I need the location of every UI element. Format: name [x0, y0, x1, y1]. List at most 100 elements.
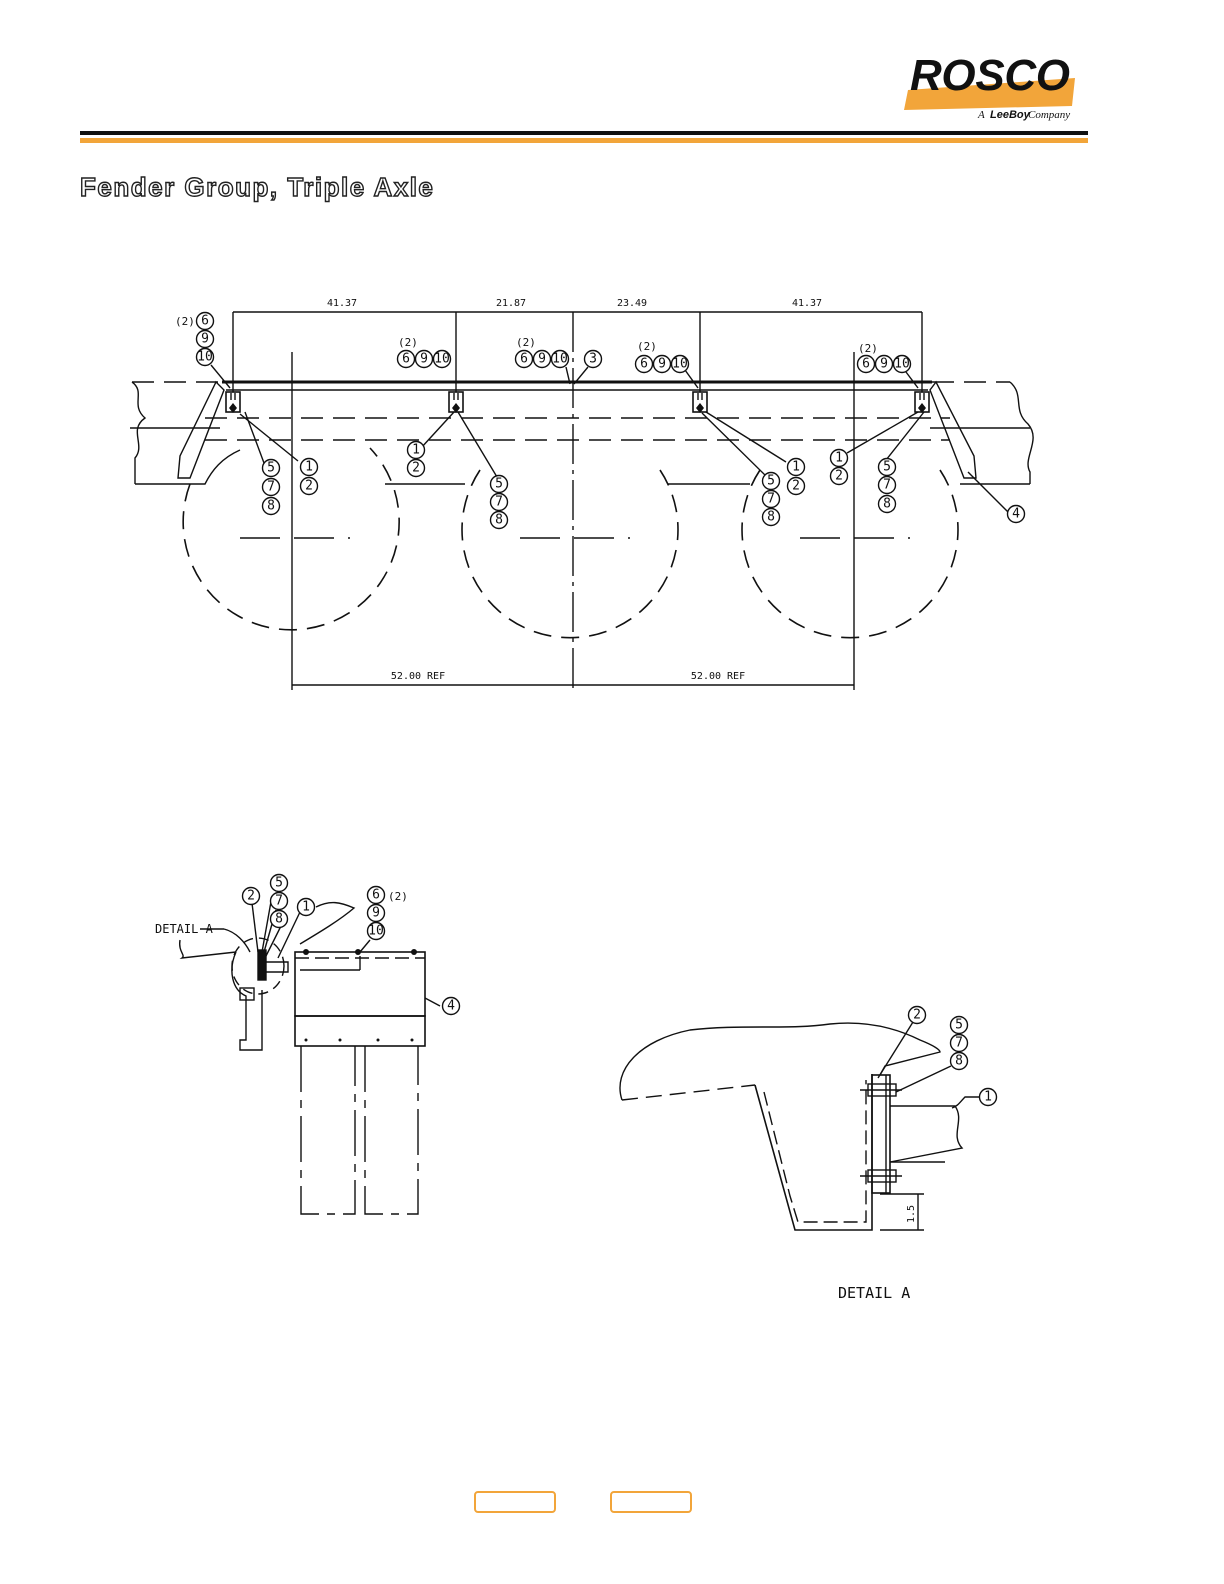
svg-text:9: 9	[201, 332, 209, 347]
svg-text:9: 9	[658, 357, 666, 372]
svg-text:5: 5	[883, 460, 891, 475]
callout-balloon: 7	[271, 893, 288, 910]
detail-a-caption: DETAIL A	[838, 1284, 910, 1302]
svg-text:8: 8	[767, 510, 775, 525]
svg-text:2: 2	[835, 469, 843, 484]
next-page-button[interactable]	[610, 1491, 692, 1513]
callout-balloon: 7	[879, 477, 896, 494]
callout-balloon: 7	[763, 491, 780, 508]
dimension-label: 23.49	[617, 298, 647, 309]
detail-a-view	[620, 1022, 980, 1230]
callout-balloon: 5	[879, 459, 896, 476]
callout-balloon: 10	[197, 349, 214, 366]
previous-page-button[interactable]	[474, 1491, 556, 1513]
svg-text:3: 3	[589, 352, 597, 367]
svg-text:4: 4	[1012, 507, 1020, 522]
svg-text:10: 10	[434, 352, 450, 367]
callout-balloon: 5	[491, 476, 508, 493]
callout-balloon: 8	[263, 498, 280, 515]
svg-text:1: 1	[305, 460, 313, 475]
callout-balloon: 7	[263, 479, 280, 496]
svg-text:10: 10	[894, 357, 910, 372]
callout-balloon: 10	[894, 356, 911, 373]
callout-balloon: 6	[398, 351, 415, 368]
side-view	[180, 896, 440, 1214]
qty-note: (2)	[858, 342, 878, 355]
svg-text:7: 7	[955, 1036, 963, 1051]
svg-text:10: 10	[552, 352, 568, 367]
callout-balloon: 10	[434, 351, 451, 368]
svg-text:6: 6	[372, 888, 380, 903]
svg-text:2: 2	[913, 1008, 921, 1023]
svg-text:10: 10	[368, 924, 384, 939]
svg-text:7: 7	[767, 492, 775, 507]
callout-balloon: 10	[368, 923, 385, 940]
svg-text:1: 1	[984, 1090, 992, 1105]
svg-text:4: 4	[447, 999, 455, 1014]
callout-balloon: 1	[788, 459, 805, 476]
callout-balloon: 9	[654, 356, 671, 373]
callout-balloon: 1	[831, 450, 848, 467]
callout-balloon: 4	[1008, 506, 1025, 523]
callout-balloon: 5	[951, 1017, 968, 1034]
svg-text:8: 8	[495, 513, 503, 528]
dimension-label: 1.5	[906, 1205, 917, 1223]
dimension-label: 41.37	[792, 298, 822, 309]
svg-text:9: 9	[420, 352, 428, 367]
qty-note: (2)	[398, 336, 418, 349]
svg-text:6: 6	[640, 357, 648, 372]
svg-text:1: 1	[302, 900, 310, 915]
svg-text:2: 2	[247, 889, 255, 904]
callout-balloon: 5	[763, 473, 780, 490]
callout-balloon: 6	[516, 351, 533, 368]
callout-balloon: 2	[408, 460, 425, 477]
callout-balloon: 2	[831, 468, 848, 485]
svg-text:10: 10	[197, 350, 213, 365]
dimension-label: 52.00 REF	[691, 671, 745, 682]
svg-text:1: 1	[412, 443, 420, 458]
dimension-label: 21.87	[496, 298, 526, 309]
callout-balloon: 10	[672, 356, 689, 373]
callout-balloon: 7	[491, 494, 508, 511]
callout-balloon: 10	[552, 351, 569, 368]
qty-notes: (2) (2) (2) (2) (2)	[175, 315, 878, 355]
callout-balloon: 6	[197, 313, 214, 330]
callout-balloon: 1	[408, 442, 425, 459]
svg-text:1: 1	[835, 451, 843, 466]
svg-text:5: 5	[767, 474, 775, 489]
callout-balloon: 9	[197, 331, 214, 348]
svg-text:1: 1	[792, 460, 800, 475]
callout-balloon: 2	[788, 478, 805, 495]
svg-text:2: 2	[792, 479, 800, 494]
qty-note: (2)	[388, 890, 408, 903]
callout-balloon: 8	[879, 496, 896, 513]
svg-text:5: 5	[267, 461, 275, 476]
svg-text:8: 8	[275, 912, 283, 927]
svg-text:8: 8	[267, 499, 275, 514]
svg-text:8: 8	[955, 1054, 963, 1069]
svg-text:9: 9	[880, 357, 888, 372]
callout-balloon: 1	[980, 1089, 997, 1106]
qty-note: (2)	[637, 340, 657, 353]
callout-balloon: 5	[263, 460, 280, 477]
detail-a-label: DETAIL A	[155, 922, 214, 936]
svg-text:5: 5	[955, 1018, 963, 1033]
callout-balloon: 9	[368, 905, 385, 922]
svg-text:7: 7	[883, 478, 891, 493]
svg-text:7: 7	[495, 495, 503, 510]
svg-text:2: 2	[305, 479, 313, 494]
svg-text:7: 7	[267, 480, 275, 495]
callout-balloon: 8	[491, 512, 508, 529]
callout-balloon: 6	[368, 887, 385, 904]
svg-text:6: 6	[201, 314, 209, 329]
callout-balloon: 2	[243, 888, 260, 905]
qty-note: (2)	[175, 315, 195, 328]
svg-text:6: 6	[402, 352, 410, 367]
dimension-label: 52.00 REF	[391, 671, 445, 682]
callout-balloon: 2	[909, 1007, 926, 1024]
callout-balloon: 9	[876, 356, 893, 373]
callout-balloon: 6	[636, 356, 653, 373]
dimension-label: 41.37	[327, 298, 357, 309]
top-view-callouts: 6 9 10 6 9 10 6 9 10 3 6 9 10 6 9 10 5 7…	[197, 313, 1025, 529]
svg-text:6: 6	[520, 352, 528, 367]
